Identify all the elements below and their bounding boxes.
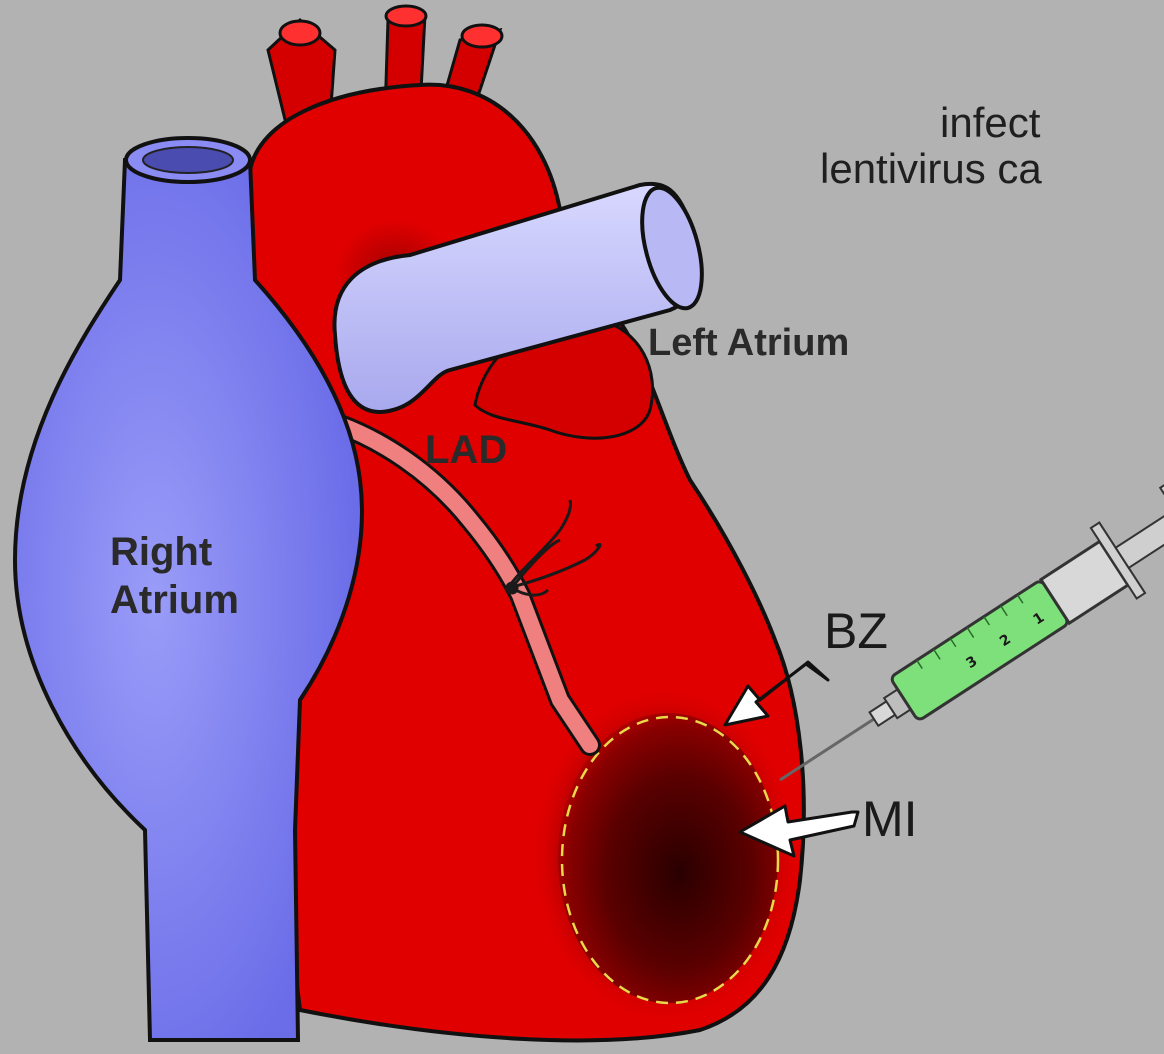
label-right-atrium-line-1: Right [110, 530, 212, 575]
label-bz: BZ [824, 602, 888, 660]
label-lad: LAD [425, 428, 507, 473]
label-mi: MI [862, 790, 918, 848]
syringe: 1 2 3 [757, 479, 1164, 815]
infarct-region [530, 685, 800, 1025]
label-left-atrium: Left Atrium [648, 322, 849, 365]
label-right-atrium-line-2: Atrium [110, 578, 239, 623]
slide-heading-line-1: infect [940, 100, 1040, 146]
slide-heading-line-2: lentivirus ca [820, 146, 1042, 192]
